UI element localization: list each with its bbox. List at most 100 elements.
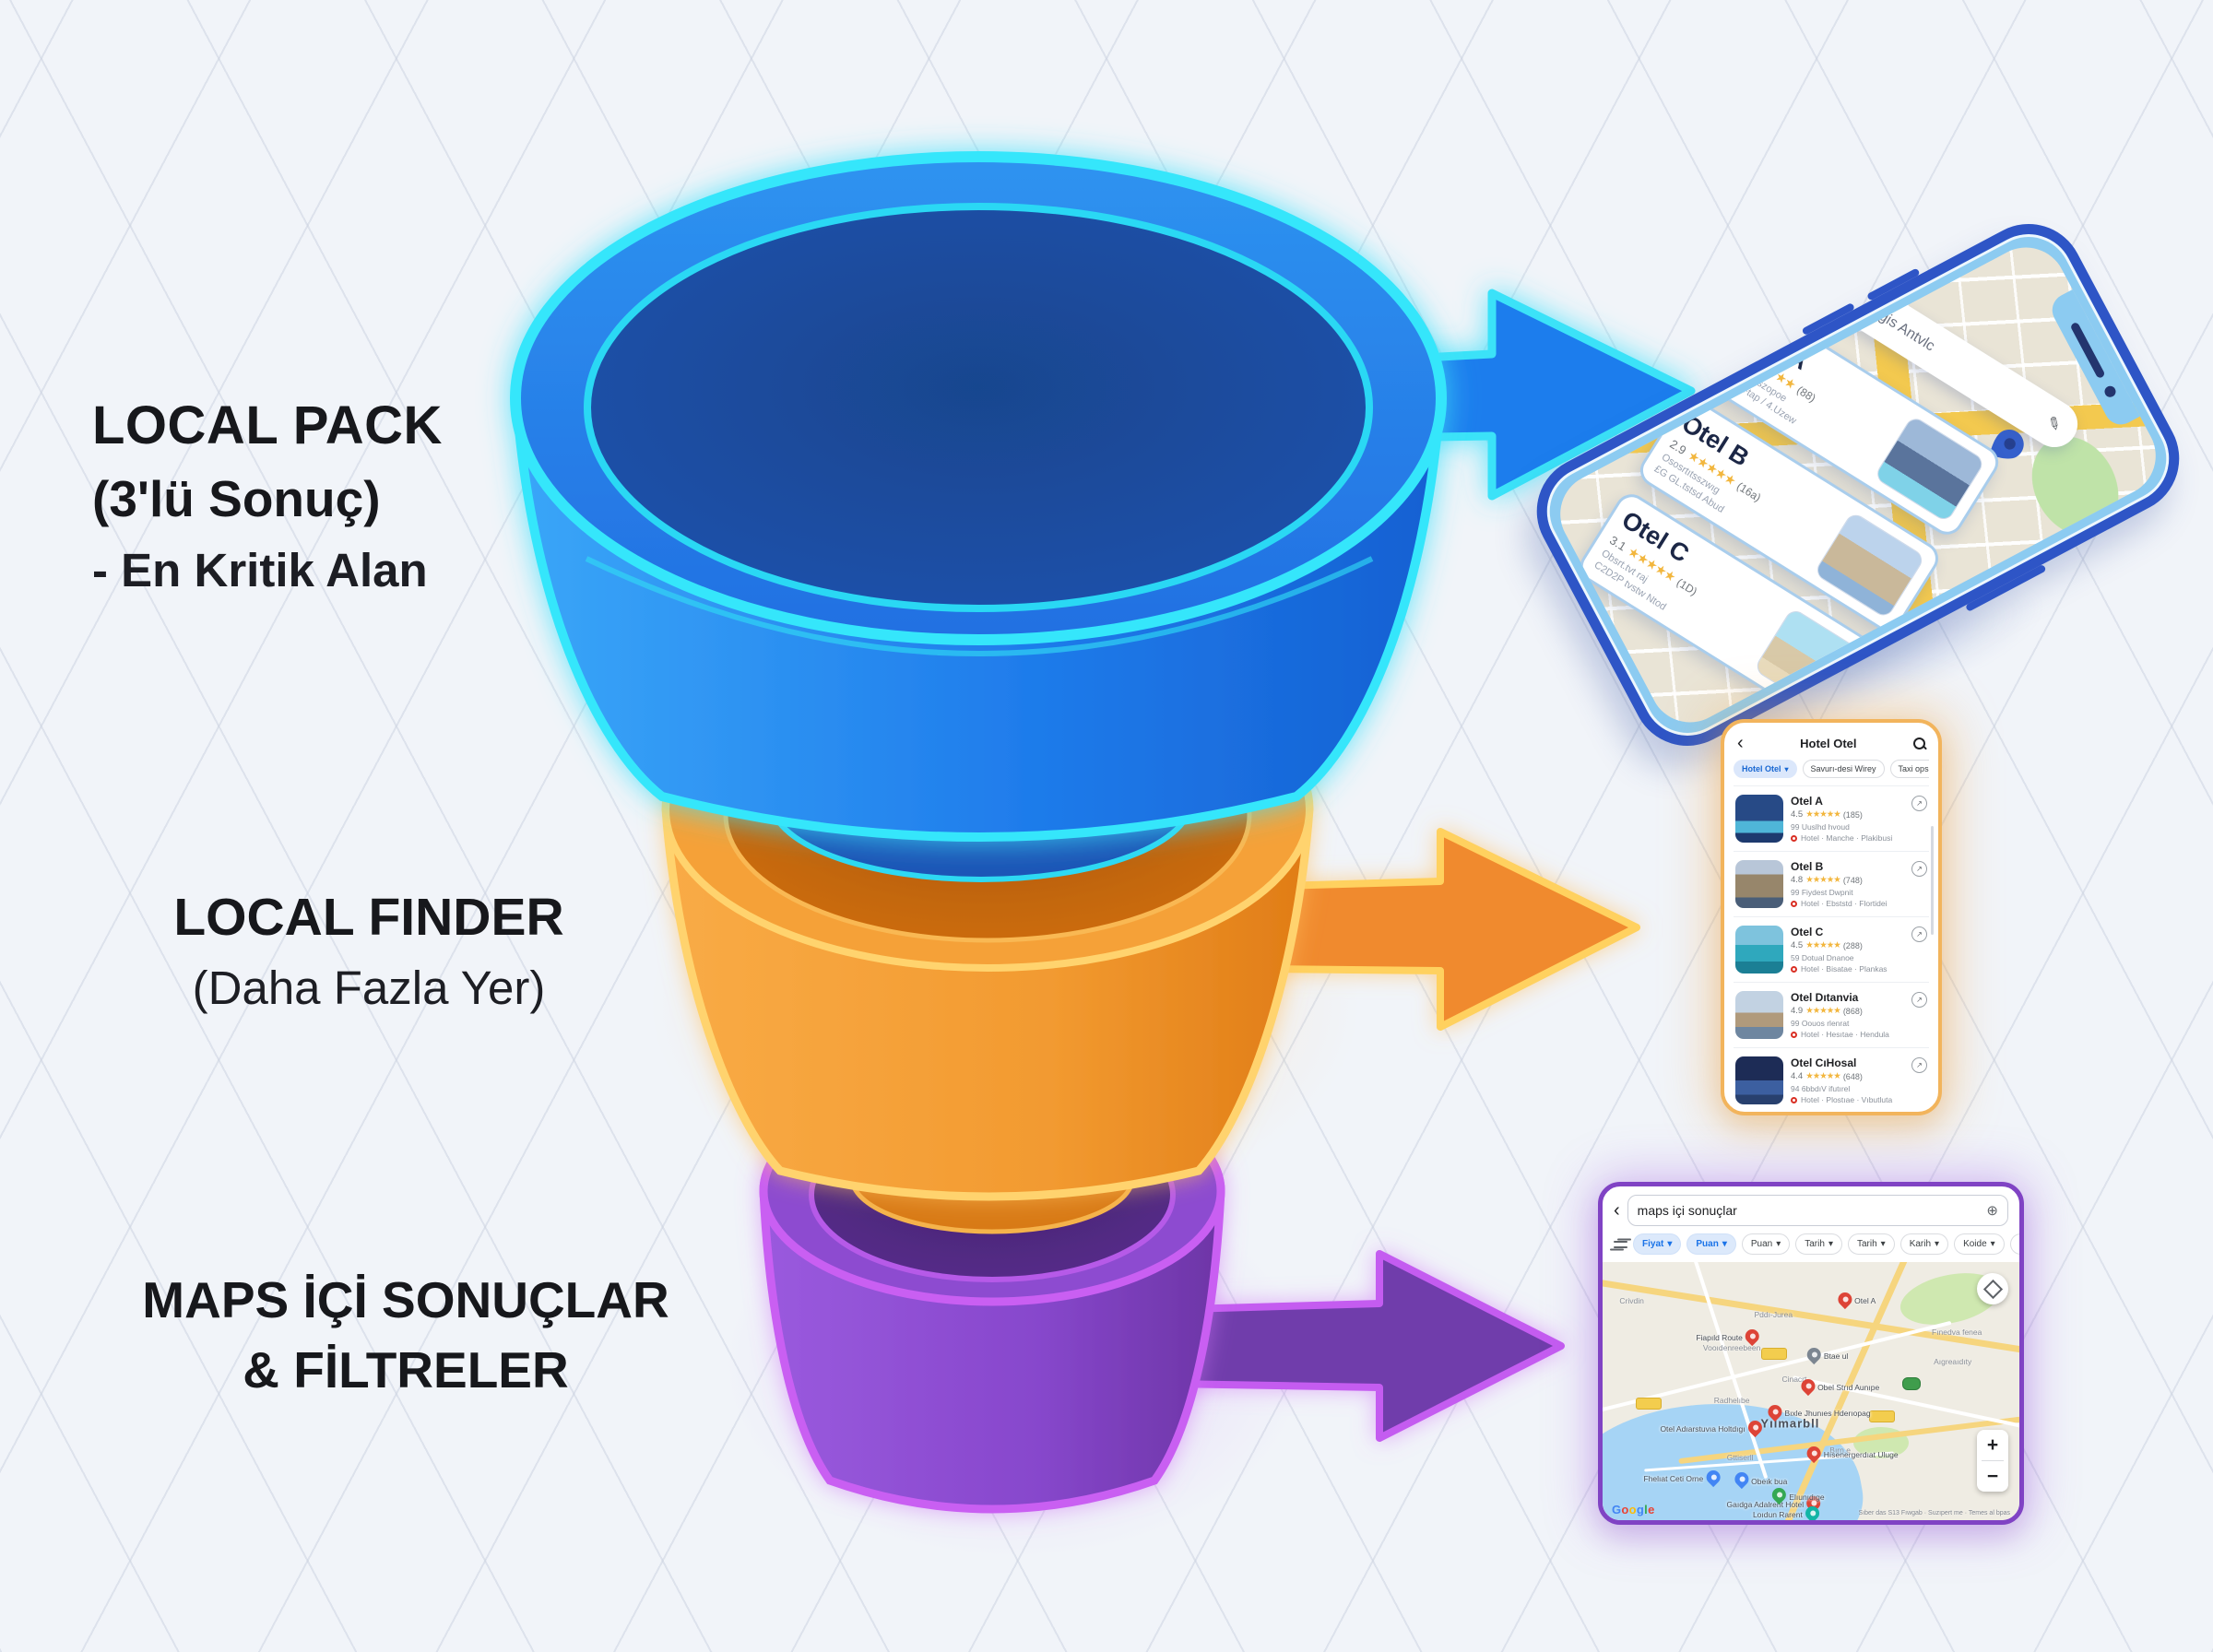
map-pin[interactable]: Bıxle Jhunıes Hderıopag bbox=[1765, 1401, 1871, 1422]
label-line: - En Kritik Alan bbox=[92, 544, 428, 596]
rating-value: 3.7 bbox=[1727, 340, 1749, 361]
label-line: LOCAL PACK bbox=[92, 395, 443, 455]
scrollbar[interactable] bbox=[1931, 826, 1934, 935]
phone-frame: Aeruh ogis Antvlc ✎ Otel A 3.7 ★★★★★ (88… bbox=[1517, 204, 2199, 766]
map-pin[interactable]: Obeık bua bbox=[1732, 1469, 1787, 1490]
hotel-detail-line: 99 Fiydest Dwpnit bbox=[1791, 887, 1853, 897]
funnel-tier-blue bbox=[510, 151, 1447, 842]
map-pin[interactable]: Fiapıld Route bbox=[1696, 1326, 1762, 1346]
filter-chip[interactable]: Puan ▾ bbox=[1741, 1233, 1791, 1255]
finder-filter-chips: Hotel Otel ▾ Savurı-desi Wirey Taxi ops bbox=[1734, 758, 1929, 786]
label-line: MAPS İÇİ SONUÇLAR bbox=[142, 1271, 669, 1328]
pin-icon bbox=[1797, 1375, 1818, 1396]
map-pin[interactable]: Btae ul bbox=[1804, 1344, 1848, 1364]
back-icon[interactable]: ‹ bbox=[1614, 1200, 1620, 1221]
filter-chip[interactable]: Tarih ▾ bbox=[1847, 1233, 1895, 1255]
hotel-detail-line: 94 6bbdıV ifutırel bbox=[1791, 1083, 1851, 1093]
hotel-name: Otel CıHosal bbox=[1791, 1056, 1857, 1069]
finder-header: ‹ Hotel Otel bbox=[1734, 732, 1929, 758]
map-pin[interactable]: Hısenergerdıat Uluge bbox=[1804, 1443, 1899, 1464]
maps-filter-chips: Fiyat ▾ Puan ▾ Puan ▾ Tarih ▾ Tarih ▾ Ka… bbox=[1603, 1232, 2019, 1262]
filter-chip[interactable]: Hotel Otel ▾ bbox=[1734, 760, 1797, 778]
map-town-label: Vooıdenreebeen bbox=[1702, 1343, 1761, 1353]
chip-label: Karih bbox=[1909, 1239, 1932, 1249]
finder-result-row[interactable]: Otel A 4.5 ★★★★★ (185) 99 Uuslhd hvoud H… bbox=[1734, 786, 1929, 852]
zoom-in-button[interactable]: + bbox=[1986, 1434, 1999, 1456]
road-badge bbox=[1636, 1398, 1663, 1410]
map-pin[interactable]: Fhelıat Ceti Orne bbox=[1644, 1467, 1723, 1487]
hotel-detail-line: 99 Oouos rlenrat bbox=[1791, 1018, 1850, 1028]
back-icon[interactable]: ‹ bbox=[1737, 733, 1744, 753]
hotel-name: Otel B bbox=[1791, 860, 1824, 873]
directions-icon[interactable]: ↗ bbox=[1911, 992, 1927, 1008]
directions-icon[interactable]: ↗ bbox=[1911, 1057, 1927, 1073]
orange-funnel-tip bbox=[849, 1122, 1135, 1234]
globe-icon[interactable]: ⊕ bbox=[1986, 1203, 1998, 1219]
zoom-out-button[interactable]: − bbox=[1986, 1465, 1999, 1487]
map-pin[interactable]: Elıunıdıge bbox=[1769, 1485, 1825, 1505]
map-pin[interactable]: Gaıdga Adalrent Hotel bbox=[1726, 1493, 1824, 1513]
hotel-tags: Hotel · Hesıtae · Hendula bbox=[1801, 1030, 1889, 1039]
map-pin[interactable]: Loıdun Rarent bbox=[1753, 1504, 1822, 1520]
filter-chip[interactable]: Koide ▾ bbox=[1954, 1233, 2005, 1255]
pin-icon bbox=[1765, 1401, 1785, 1422]
road-badge bbox=[1869, 1410, 1896, 1423]
chip-label: Savurı-desi Wirey bbox=[1810, 764, 1876, 773]
hotel-thumbnail bbox=[1735, 795, 1783, 843]
chip-label: Puan bbox=[1750, 1239, 1773, 1249]
edit-icon[interactable]: ✎ bbox=[2043, 411, 2065, 435]
map-attribution: Sıber das S13 Fıwgab · Suzıpert me · Tem… bbox=[1858, 1510, 2010, 1516]
chip-label: Hotel Otel bbox=[1742, 764, 1781, 773]
chevron-down-icon: ▾ bbox=[1667, 1239, 1673, 1249]
phone-volume-button bbox=[1866, 267, 1921, 301]
star-rating-icons: ★★★★★ bbox=[1805, 940, 1841, 950]
location-icon bbox=[1791, 965, 1797, 973]
filters-icon[interactable] bbox=[1614, 1238, 1627, 1250]
menu-icon[interactable] bbox=[1808, 266, 1831, 289]
rating-value: 4.5 bbox=[1791, 940, 1804, 950]
road-badge bbox=[1902, 1376, 1922, 1390]
finder-result-row[interactable]: Otel C 4.5 ★★★★★ (288) 59 Dotual Dnanoe … bbox=[1734, 917, 1929, 983]
directions-icon[interactable]: ↗ bbox=[1911, 796, 1927, 811]
map-town-label: Crivdin bbox=[1619, 1296, 1644, 1306]
filter-chip[interactable]: Karih ▾ bbox=[1899, 1233, 1949, 1255]
finder-result-row[interactable]: Otel Dıtanvia 4.9 ★★★★★ (868) 99 Oouos r… bbox=[1734, 983, 1929, 1048]
phone-volume-button bbox=[1801, 301, 1856, 336]
location-icon bbox=[1791, 1096, 1797, 1103]
search-icon[interactable] bbox=[1912, 737, 1925, 749]
hotel-name: Otel Dıtanvia bbox=[1791, 991, 1859, 1004]
finder-result-row[interactable]: Otel CıHosal 4.4 ★★★★★ (648) 94 6bbdıV i… bbox=[1734, 1048, 1929, 1112]
filter-chip[interactable]: Tarih ▾ bbox=[1795, 1233, 1842, 1255]
directions-icon[interactable]: ↗ bbox=[1911, 861, 1927, 877]
directions-icon[interactable]: ↗ bbox=[1911, 926, 1927, 942]
funnel-tier-orange bbox=[661, 646, 1314, 1201]
rating-value: 4.4 bbox=[1791, 1071, 1804, 1081]
map-pin[interactable]: Otel A bbox=[1835, 1290, 1876, 1310]
divider bbox=[1982, 1460, 2004, 1461]
orange-arrow bbox=[1178, 828, 1640, 1031]
filter-chip[interactable]: Taxi ops bbox=[1889, 760, 1929, 778]
map-pin[interactable]: Obel Strıd Aunıpe bbox=[1797, 1375, 1879, 1396]
star-rating-icons: ★★★★★ bbox=[1805, 1006, 1841, 1016]
chip-label: Tarih bbox=[1856, 1239, 1877, 1249]
orange-glow-backdrop bbox=[498, 701, 1512, 1309]
location-icon bbox=[1791, 900, 1797, 907]
finder-result-row[interactable]: Otel B 4.8 ★★★★★ (748) 99 Fiydest Dwpnit… bbox=[1734, 852, 1929, 917]
pin-icon bbox=[1804, 1443, 1824, 1464]
phone-screen-map: Aeruh ogis Antvlc ✎ Otel A 3.7 ★★★★★ (88… bbox=[1545, 233, 2171, 737]
pin-icon bbox=[1742, 1326, 1762, 1346]
map-pin[interactable]: Otel Adıarstuvıa Holtdıgı bbox=[1660, 1417, 1765, 1437]
filter-chip[interactable]: Fiyat ▾ bbox=[2009, 1233, 2019, 1255]
chip-label: Tarih bbox=[1805, 1239, 1825, 1249]
local-finder-mockup: ‹ Hotel Otel Hotel Otel ▾ Savurı-desi Wi… bbox=[1721, 719, 1942, 1115]
map-layers-button[interactable] bbox=[1977, 1273, 2008, 1304]
filter-chip[interactable]: Savurı-desi Wirey bbox=[1802, 760, 1885, 778]
hotel-tags: Hotel · Bisatae · Plankas bbox=[1801, 964, 1888, 974]
pin-icon bbox=[1802, 1504, 1822, 1520]
filter-chip[interactable]: Fiyat ▾ bbox=[1633, 1233, 1682, 1255]
filter-chip[interactable]: Puan ▾ bbox=[1686, 1233, 1736, 1255]
map-canvas[interactable]: Crivdin Pddı-Jurea Vooıdenreebeen Cinacr… bbox=[1603, 1262, 2019, 1520]
rating-value: 4.5 bbox=[1791, 809, 1804, 820]
pin-icon bbox=[1732, 1469, 1752, 1490]
maps-search-input[interactable]: maps içi sonuçlar ⊕ bbox=[1627, 1195, 2008, 1226]
